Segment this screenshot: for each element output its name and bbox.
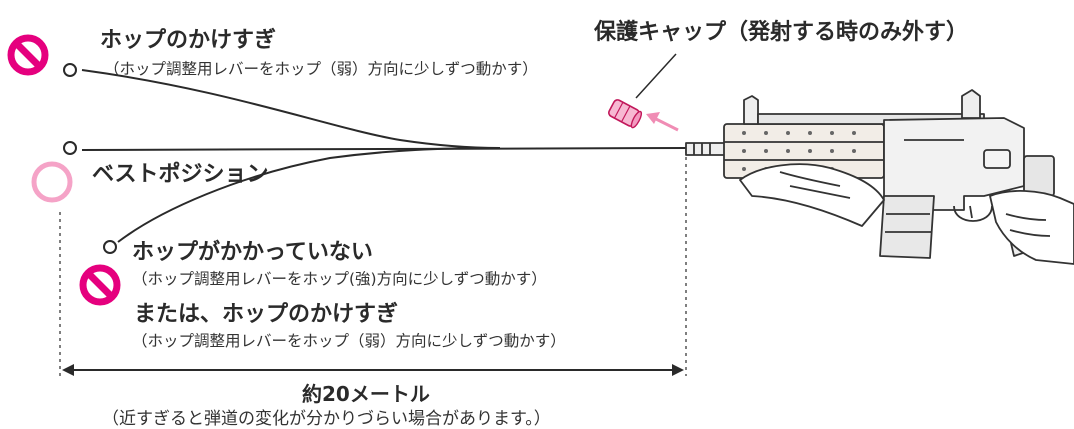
trajectory-over-hop [81,69,501,149]
best-position-label: ベストポジション [92,162,269,187]
target-circle-bottom [103,240,117,254]
no-hop-fix: （ホップ調整用レバーをホップ(強)方向に少しずつ動かす） [132,270,547,288]
distance-label: 約20メートル [302,382,430,406]
protective-cap-icon [608,99,643,129]
cap-arrow [646,112,679,132]
no-hop-title: ホップがかかっていない [132,240,373,265]
ok-circle-icon [31,161,73,203]
trajectory-best [81,147,687,151]
distance-arrow [62,364,684,376]
or-over-hop-fix: （ホップ調整用レバーをホップ（弱）方向に少しずつ動かす） [132,332,566,350]
over-hop-title: ホップのかけすぎ [100,28,277,53]
airsoft-rifle-illustration [685,89,1074,265]
target-circle-top [63,63,77,77]
target-circle-middle [63,141,77,155]
no-entry-icon [7,34,49,76]
trajectory-no-hop [117,147,501,243]
distance-note: （近すぎると弾道の変化が分かりづらい場合があります。） [102,409,551,429]
cap-leader-line [635,53,677,99]
over-hop-fix: （ホップ調整用レバーをホップ（弱）方向に少しずつ動かす） [104,60,538,78]
cap-label: 保護キャップ（発射する時のみ外す） [594,20,969,45]
or-over-hop-title: または、ホップのかけすぎ [134,302,399,327]
no-entry-icon [79,264,121,306]
